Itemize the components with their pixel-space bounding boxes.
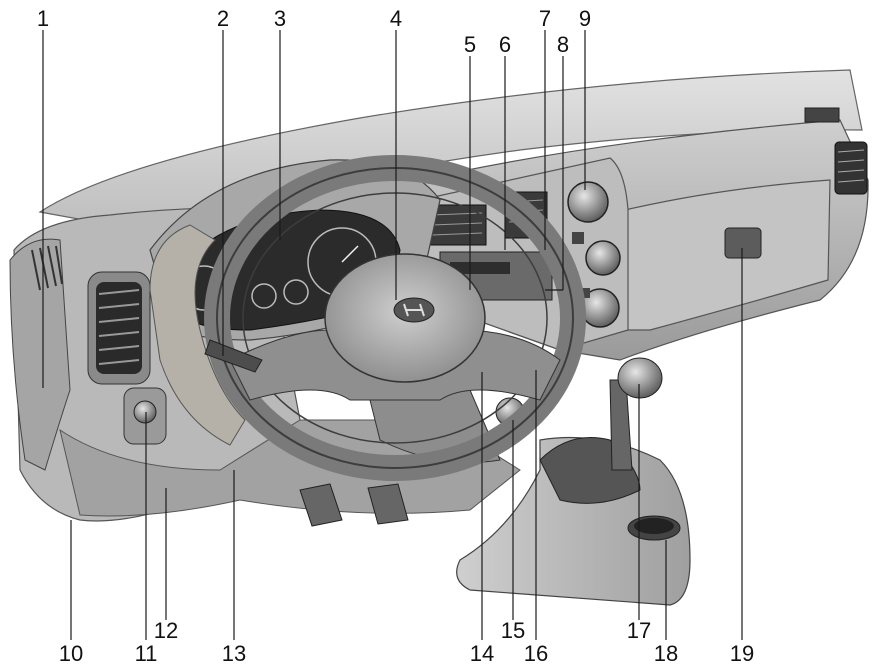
callout-3: 3 (274, 8, 286, 30)
right-corner-vent (805, 108, 839, 122)
left-air-vent (88, 272, 150, 384)
callout-8: 8 (557, 34, 569, 56)
callout-17: 17 (627, 620, 651, 642)
callout-1: 1 (37, 8, 49, 30)
shift-knob (618, 358, 662, 398)
callout-2: 2 (217, 8, 229, 30)
callout-4: 4 (390, 8, 402, 30)
callout-14: 14 (470, 643, 494, 665)
glovebox-handle (725, 228, 761, 258)
logo-emblem (394, 298, 434, 322)
callout-11: 11 (135, 643, 158, 665)
callout-9: 9 (579, 8, 591, 30)
callout-15: 15 (501, 620, 525, 642)
callout-10: 10 (59, 643, 83, 665)
mirror-switch (134, 401, 156, 423)
right-side-vent (835, 142, 867, 194)
callout-18: 18 (654, 643, 678, 665)
callout-12: 12 (154, 620, 178, 642)
callout-16: 16 (524, 643, 548, 665)
callout-5: 5 (464, 34, 476, 56)
callout-7: 7 (539, 8, 551, 30)
callout-13: 13 (222, 643, 246, 665)
callout-6: 6 (499, 34, 511, 56)
callout-19: 19 (730, 643, 754, 665)
